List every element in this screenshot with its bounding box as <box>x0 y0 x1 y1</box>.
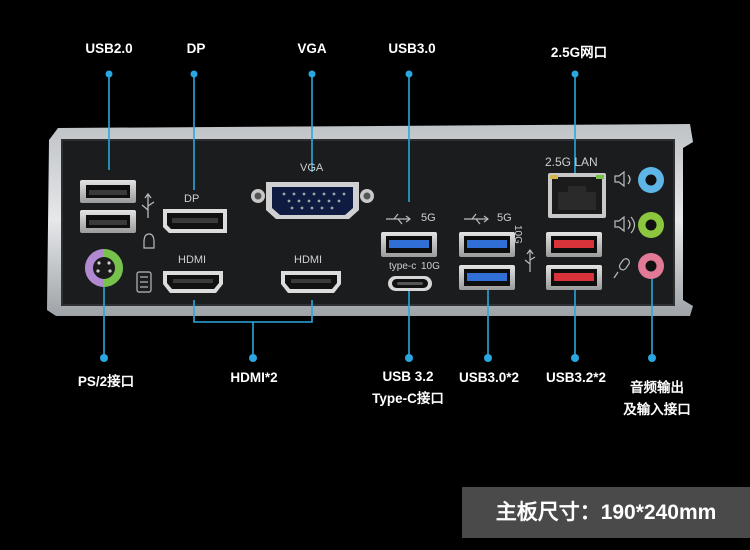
label-audio: 音频输出 及输入接口 <box>623 377 691 421</box>
label-usb32-typec-line2: Type-C接口 <box>372 391 444 406</box>
leader-dots <box>100 70 656 362</box>
usb-symbol-icon <box>141 192 155 218</box>
label-hdmi2: HDMI*2 <box>230 370 278 385</box>
usb32-ports-stacked <box>546 232 602 290</box>
label-usb30: USB3.0 <box>388 41 436 56</box>
panel-10g-text-a: 10G <box>421 261 440 272</box>
hdmi-port-a <box>163 271 223 293</box>
ps2-port <box>85 249 123 287</box>
usb-symbol-icon-2 <box>386 213 411 225</box>
label-dp: DP <box>186 41 206 56</box>
lan-port <box>548 173 606 218</box>
panel-hdmi-a-text: HDMI <box>178 254 207 266</box>
label-lan: 2.5G网口 <box>550 45 608 60</box>
leader-lines <box>103 74 653 358</box>
panel-lan-text: 2.5G LAN <box>545 155 598 169</box>
audio-symbol-icons <box>613 170 636 279</box>
board-size-banner: 主板尺寸：190*240mm <box>462 487 750 538</box>
label-vga: VGA <box>297 41 327 56</box>
panel-hdmi-b-text: HDMI <box>294 254 323 266</box>
panel-5g-text-a: 5G <box>421 212 436 224</box>
hdmi-port-b <box>281 271 341 293</box>
usb30-port-single <box>381 232 437 257</box>
panel-5g-text-b: 5G <box>497 212 512 224</box>
audio-jacks <box>638 167 664 279</box>
usb-typec-port <box>388 276 432 291</box>
label-ps2: PS/2接口 <box>77 374 135 389</box>
panel-typec-text: type-c <box>389 261 417 272</box>
label-usb30x2: USB3.0*2 <box>458 370 520 385</box>
label-usb32x2: USB3.2*2 <box>545 370 607 385</box>
mouse-keyboard-icon <box>136 233 155 293</box>
label-usb20: USB2.0 <box>85 41 133 56</box>
label-usb32-typec-line1: USB 3.2 <box>382 369 434 384</box>
usb20-ports <box>80 180 136 233</box>
panel-10g-text-b: 10G <box>512 225 523 244</box>
panel-vga-text: VGA <box>300 162 324 174</box>
label-audio-line2: 及输入接口 <box>623 402 691 417</box>
label-usb32-typec: USB 3.2 Type-C接口 <box>372 366 444 410</box>
vga-port <box>251 182 374 219</box>
dp-port <box>163 209 227 233</box>
label-audio-line1: 音频输出 <box>630 380 684 395</box>
usb30-ports-stacked <box>459 232 515 290</box>
usb-symbol-icon-3 <box>464 213 536 272</box>
panel-dp-text: DP <box>184 193 200 205</box>
